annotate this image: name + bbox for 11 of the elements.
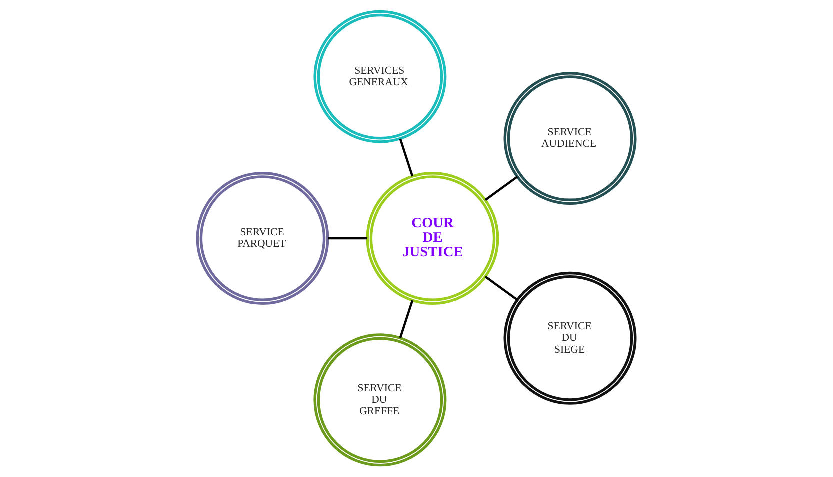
connector — [399, 300, 414, 338]
connector — [484, 276, 518, 301]
node-circle: COUR DE JUSTICE — [366, 172, 500, 305]
connector — [328, 237, 368, 240]
node-circle: SERVICE PARQUET — [196, 172, 330, 305]
node-circle: SERVICES GENERAUX — [314, 10, 447, 144]
connector — [399, 138, 414, 177]
node-circle: SERVICE DU GREFFE — [314, 334, 447, 467]
node-circle: SERVICE AUDIENCE — [504, 72, 637, 206]
node-circle: SERVICE DU SIEGE — [504, 272, 637, 405]
connector — [484, 176, 518, 202]
